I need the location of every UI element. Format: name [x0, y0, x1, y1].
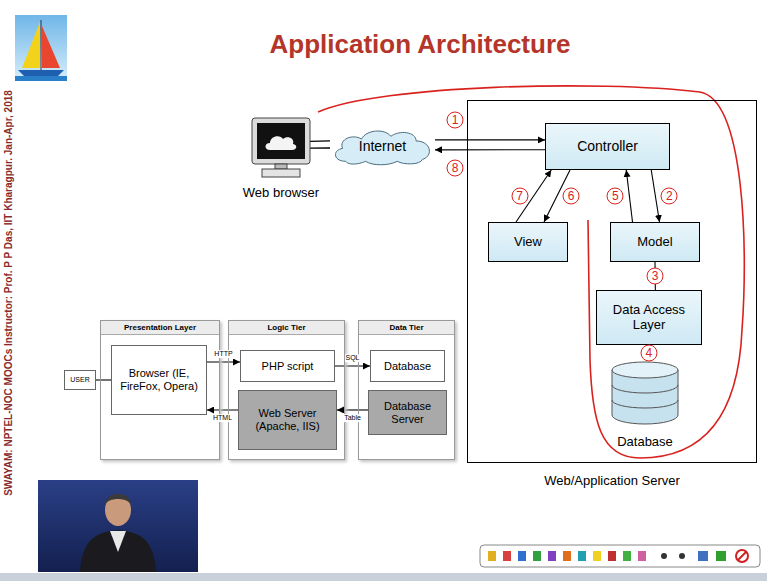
sailboat-logo	[15, 15, 67, 81]
tier-panel: Presentation LayerBrowser (IE, FireFox, …	[100, 320, 220, 460]
slide-title: Application Architecture	[120, 30, 720, 60]
node-label: Web/Application Server	[544, 474, 680, 489]
connector-arrow	[626, 170, 632, 222]
connector-arrow	[310, 140, 330, 142]
tier-panel: Logic TierPHP scriptWeb Server (Apache, …	[228, 320, 345, 460]
annotation-toolbar	[480, 545, 760, 567]
internet-cloud: Internet	[330, 128, 435, 165]
node-label: Data Access Layer	[597, 303, 701, 333]
node-label: Database	[381, 360, 434, 373]
edge-label: HTML	[212, 414, 233, 422]
node-label: Internet	[356, 138, 409, 154]
actor-box: USER	[64, 370, 95, 390]
computer-icon: Web browser	[252, 118, 310, 170]
node-label: Web Server (Apache, IIS)	[239, 407, 336, 432]
connector-arrow	[96, 379, 111, 380]
panel-heading: Logic Tier	[229, 321, 344, 335]
edge-label: SQL	[344, 354, 360, 362]
node-label: Database Server	[369, 400, 446, 425]
node-label: Web browser	[243, 186, 319, 201]
callout-number: 6	[563, 188, 580, 205]
server-box: Web Server (Apache, IIS)	[238, 390, 337, 450]
connector-arrow	[207, 361, 240, 362]
node-label: PHP script	[259, 360, 317, 373]
node-label: View	[511, 235, 545, 250]
callout-number: 1	[447, 111, 464, 128]
node-label: Database	[617, 435, 673, 450]
red-annotation-stroke	[318, 86, 744, 458]
callout-number: 5	[607, 188, 624, 205]
callout-number: 7	[511, 188, 528, 205]
node-label: USER	[67, 376, 92, 384]
connector-arrow	[435, 149, 545, 150]
server-frame: Web/Application ServerControllerViewMode…	[467, 100, 757, 463]
connector-arrow	[207, 409, 238, 410]
connector-arrow	[337, 409, 368, 410]
process-box: Data Access Layer	[596, 290, 702, 345]
course-credit-text: SWAYAM: NPTEL-NOC MOOCs Instructor: Prof…	[3, 20, 15, 566]
edge-label: Table	[343, 414, 362, 422]
server-box: Database Server	[368, 390, 447, 435]
database-cylinder-shape	[610, 360, 680, 425]
computer-icon-shape	[252, 118, 310, 170]
database-cylinder: Database	[610, 360, 680, 425]
component-box: Browser (IE, FireFox, Opera)	[111, 345, 207, 415]
panel-heading: Presentation Layer	[101, 321, 219, 335]
process-box: Controller	[545, 123, 670, 170]
callout-number: 4	[640, 344, 657, 361]
connector-arrow	[310, 147, 330, 148]
component-box: Database	[370, 350, 445, 382]
callout-number: 2	[661, 188, 678, 205]
callout-number: 8	[447, 159, 464, 176]
connector-arrow	[651, 170, 659, 222]
tier-panel: Data TierDatabaseDatabase Server	[358, 320, 455, 460]
node-label: Controller	[574, 138, 641, 154]
node-label: Browser (IE, FireFox, Opera)	[112, 367, 206, 392]
edge-label: HTTP	[213, 350, 233, 358]
panel-heading: Data Tier	[359, 321, 454, 335]
node-label: Model	[634, 235, 675, 250]
connector-arrow	[435, 139, 545, 140]
process-box: View	[488, 222, 568, 262]
process-box: Model	[610, 222, 700, 262]
component-box: PHP script	[240, 350, 335, 382]
connector-arrow	[335, 365, 370, 366]
callout-number: 3	[647, 268, 664, 285]
taskbar	[0, 573, 767, 581]
video-thumbnail	[38, 480, 198, 572]
